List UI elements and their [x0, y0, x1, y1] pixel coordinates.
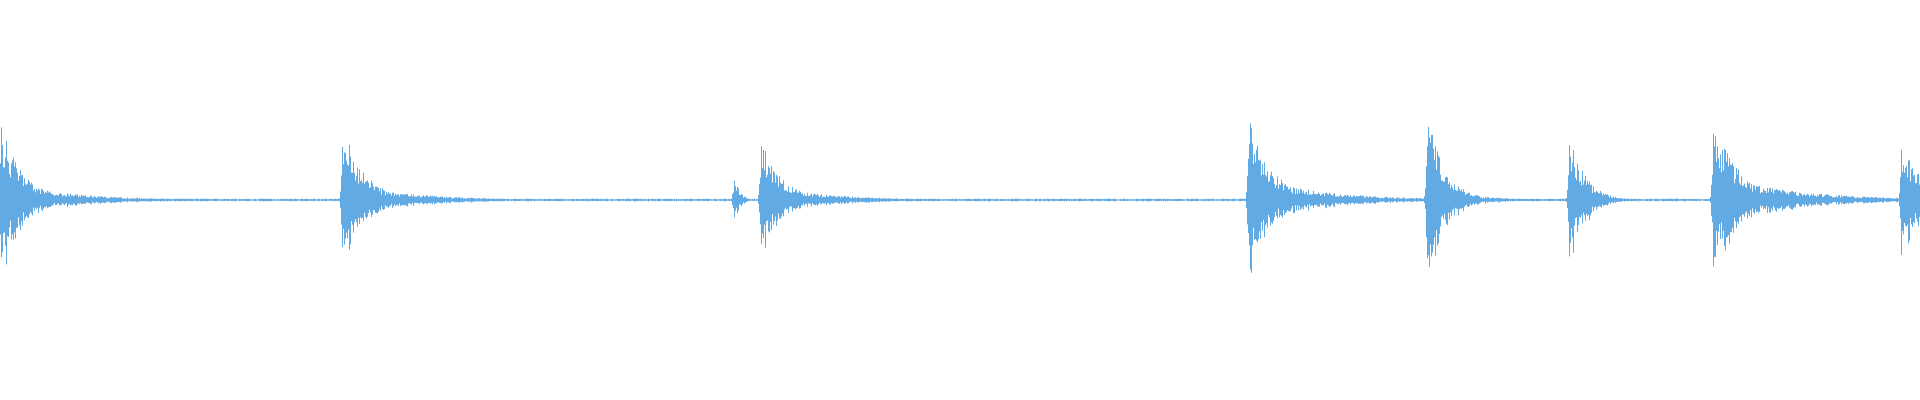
- waveform-bars: [0, 123, 1920, 273]
